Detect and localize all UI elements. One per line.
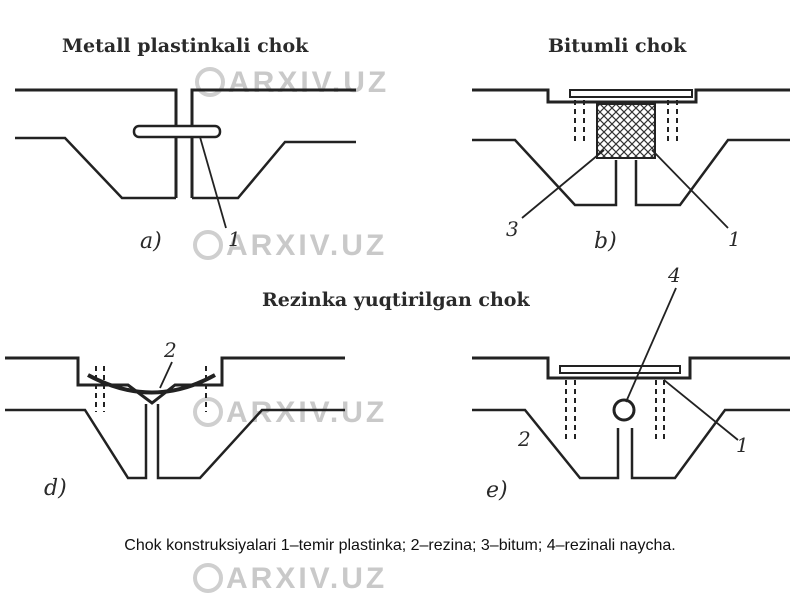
panel-e-top-surface (472, 356, 790, 380)
panel-e-leader-line-1 (663, 379, 739, 441)
panel-d-letter: d) (44, 476, 67, 501)
panel-b-anchor-bolts (574, 100, 678, 145)
panel-d-rubber-strip (87, 373, 216, 395)
panel-e-right-lower-slab (630, 408, 790, 480)
panel-e-callout-4: 4 (667, 263, 681, 287)
figure-caption: Chok konstruksiyalari 1–temir plastinka;… (124, 537, 676, 554)
panel-b-letter: b) (594, 229, 617, 254)
panel-a-left-lower-slab (15, 136, 176, 200)
panel-a-right-lower-slab (192, 140, 356, 200)
panel-b-callout-3: 3 (506, 217, 519, 241)
panel-a-right-upper-slab (190, 88, 356, 198)
watermark-text-2: ARXIV.UZ (226, 229, 387, 262)
watermark-text-4: ARXIV.UZ (226, 562, 387, 595)
panel-b-cover-strip (569, 89, 693, 98)
watermark-logo-icon (193, 397, 223, 427)
watermark-bottom: ARXIV.UZ (193, 562, 387, 595)
panel-e-rubber-tube-joint (472, 287, 790, 480)
panel-e-rubber-tube (612, 398, 636, 422)
panel-e-letter: e) (486, 478, 508, 503)
panel-d-top-surface (5, 356, 345, 405)
panel-d-anchor-bolts (95, 366, 207, 412)
panel-a-letter: a) (140, 229, 162, 254)
title-rubber-joint: Rezinka yuqtirilgan chok (262, 289, 530, 311)
panel-d-leader-line-2 (159, 361, 173, 389)
panel-b-left-lower-slab (472, 138, 618, 207)
panel-d-rubber-joint (5, 356, 345, 480)
watermark-text-1: ARXIV.UZ (228, 66, 389, 99)
panel-d-left-lower-slab (5, 404, 148, 480)
panel-a-left-upper-slab (15, 88, 178, 198)
title-metal-joint: Metall plastinkali chok (62, 35, 309, 57)
panel-b-callout-1: 1 (728, 227, 741, 251)
watermark-logo-icon (193, 563, 223, 593)
panel-b-leader-line-3 (521, 149, 605, 219)
panel-e-anchor-bolts (565, 380, 665, 440)
panel-e-callout-1: 1 (736, 433, 749, 457)
panel-b-bitumen-joint (472, 88, 790, 229)
title-bitumen-joint: Bitumli chok (548, 35, 687, 57)
panel-a-metal-plate-joint (15, 88, 356, 229)
panel-a-callout-1: 1 (228, 227, 241, 251)
panel-a-leader-line-1 (199, 136, 227, 229)
panel-e-cover-strip (559, 365, 681, 374)
watermark-logo-icon (193, 230, 223, 260)
panel-b-bitumen-fill (596, 103, 656, 159)
panel-b-top-surface (472, 88, 790, 104)
watermark-middle: ARXIV.UZ (193, 229, 387, 262)
panel-b-right-lower-slab (634, 138, 790, 207)
watermarks: ARXIV.UZ ARXIV.UZ ARXIV.UZ ARXIV.UZ (193, 66, 389, 595)
watermark-top: ARXIV.UZ (195, 66, 389, 99)
panel-d-right-lower-slab (156, 404, 345, 480)
panel-e-leader-line-4 (625, 287, 677, 403)
panel-d-callout-2: 2 (163, 338, 177, 362)
watermark-lower: ARXIV.UZ (193, 396, 387, 429)
panel-b-leader-line-1 (651, 149, 729, 229)
panel-e-callout-2: 2 (517, 427, 531, 451)
watermark-text-3: ARXIV.UZ (226, 396, 387, 429)
panel-a-metal-plate (132, 124, 222, 139)
panel-e-left-lower-slab (472, 408, 620, 480)
watermark-logo-icon (195, 67, 225, 97)
